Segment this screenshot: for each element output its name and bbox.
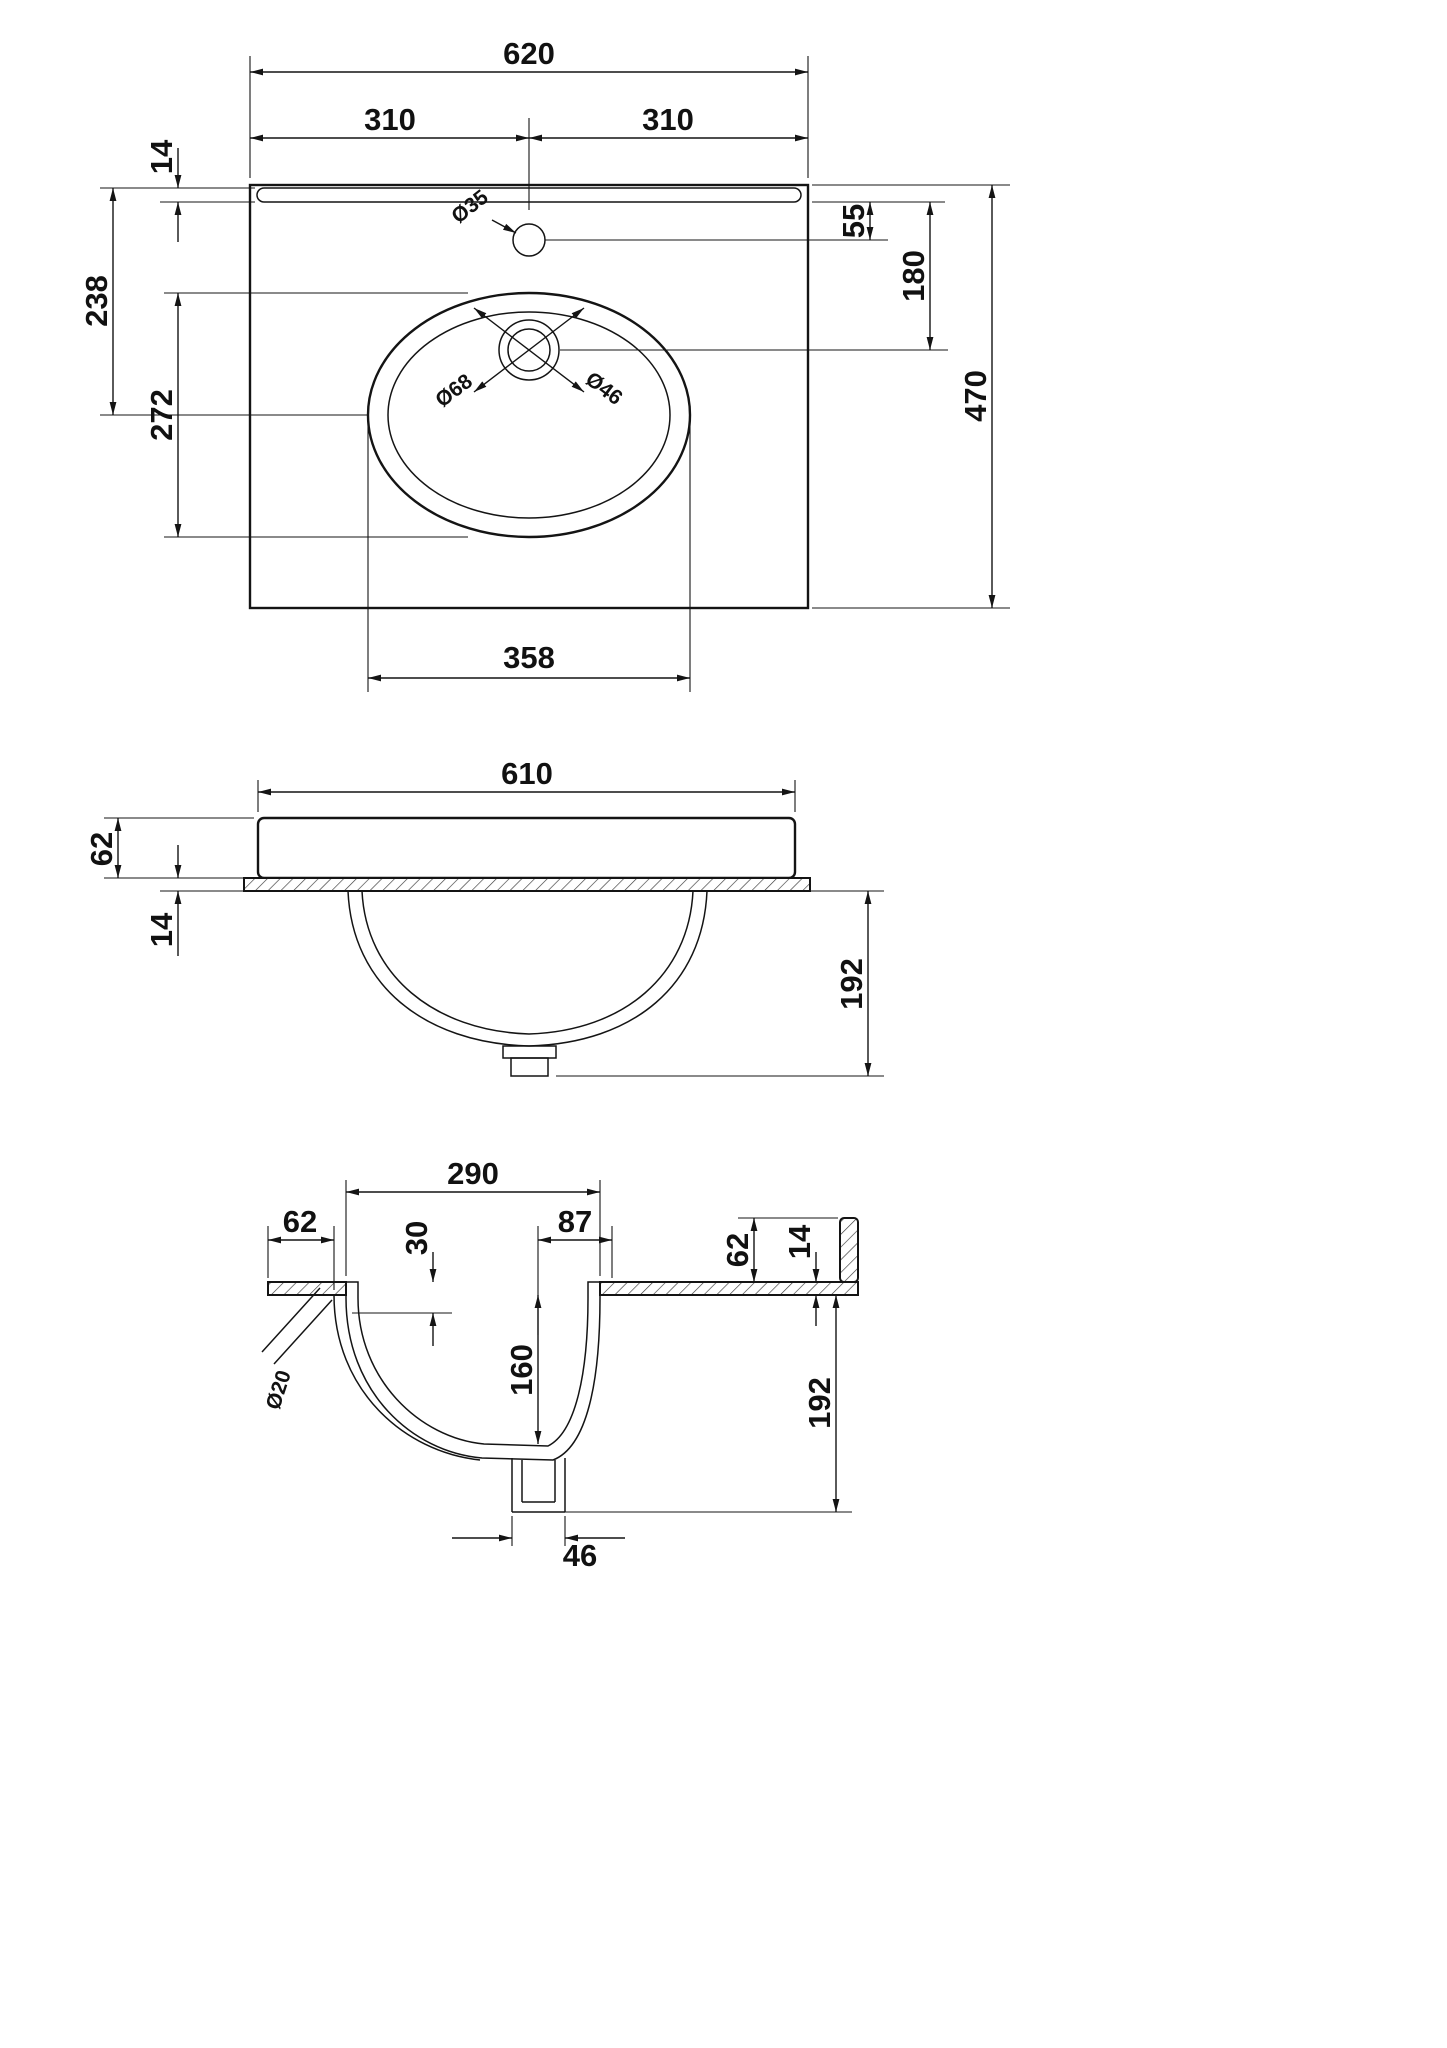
dim-side-upstand-height: 62 bbox=[720, 1233, 755, 1267]
dim-plan-overall-width: 620 bbox=[503, 36, 555, 71]
dim-plan-bowl-width: 358 bbox=[503, 640, 555, 675]
dim-plan-tap-diameter: Ø35 bbox=[447, 185, 493, 228]
dim-plan-left-half: 310 bbox=[364, 102, 416, 137]
plan-basin-outline bbox=[248, 183, 810, 610]
waste-inner-leader bbox=[473, 307, 585, 393]
plan-view: 620 310 310 14 238 272 55 180 470 358 Ø3… bbox=[79, 36, 1010, 692]
dim-plan-front-to-bowl-center: 238 bbox=[79, 275, 114, 327]
front-extension-lines bbox=[104, 780, 884, 1077]
dim-front-basin-width: 610 bbox=[501, 756, 553, 791]
side-dimension-lines bbox=[268, 1188, 840, 1542]
dim-side-overall-bowl-depth: 192 bbox=[802, 1377, 837, 1429]
front-waste-flange bbox=[502, 1045, 557, 1059]
side-bowl-wall bbox=[345, 1281, 601, 1461]
side-overflow-channel bbox=[333, 1294, 481, 1461]
dim-plan-waste-offset: 180 bbox=[896, 250, 931, 302]
front-counter-section bbox=[243, 877, 811, 892]
dim-plan-upstand-thickness: 14 bbox=[144, 139, 179, 174]
dim-front-counter-thickness: 14 bbox=[144, 912, 179, 947]
dim-plan-waste-inner-diameter: Ø46 bbox=[581, 368, 627, 410]
dim-side-counter-thickness: 14 bbox=[782, 1224, 817, 1259]
overflow-drill-line-2 bbox=[273, 1299, 333, 1365]
dim-side-back-ledge: 87 bbox=[558, 1204, 592, 1239]
dim-side-waste-outlet-width: 46 bbox=[563, 1538, 597, 1573]
front-bowl-wall bbox=[347, 890, 708, 1047]
plan-dimension-lines bbox=[109, 68, 996, 682]
dim-front-rim-height: 62 bbox=[84, 832, 119, 866]
plan-extension-lines bbox=[100, 56, 1010, 692]
dim-plan-bowl-front-to-back: 272 bbox=[144, 389, 179, 441]
dim-side-front-ledge: 62 bbox=[283, 1204, 317, 1239]
front-basin-body bbox=[256, 816, 797, 880]
tap-hole-leader bbox=[491, 219, 517, 234]
side-section-view: 290 62 87 30 62 14 160 192 Ø20 46 bbox=[261, 1156, 859, 1573]
side-counter-right bbox=[599, 1281, 859, 1296]
dim-plan-waste-outer-diameter: Ø68 bbox=[431, 369, 477, 411]
overflow-drill-line-1 bbox=[261, 1287, 321, 1353]
front-view: 610 62 14 192 bbox=[84, 756, 884, 1077]
dim-front-bowl-depth: 192 bbox=[834, 958, 869, 1010]
dim-side-overflow-diameter: Ø20 bbox=[262, 1368, 296, 1413]
front-dimension-lines bbox=[114, 788, 872, 1076]
side-upstand bbox=[839, 1217, 859, 1283]
side-waste-outlet bbox=[511, 1458, 566, 1513]
plan-bowl-inner bbox=[387, 311, 671, 519]
dim-side-bowl-opening: 290 bbox=[447, 1156, 499, 1191]
dim-side-rim-drop: 30 bbox=[399, 1221, 434, 1255]
dim-plan-tap-offset: 55 bbox=[836, 204, 871, 238]
dim-plan-overall-depth: 470 bbox=[958, 370, 993, 422]
dim-side-bowl-inner-depth: 160 bbox=[504, 1344, 539, 1396]
plan-tap-hole bbox=[512, 223, 546, 257]
front-waste-body bbox=[510, 1057, 549, 1077]
dim-plan-right-half: 310 bbox=[642, 102, 694, 137]
